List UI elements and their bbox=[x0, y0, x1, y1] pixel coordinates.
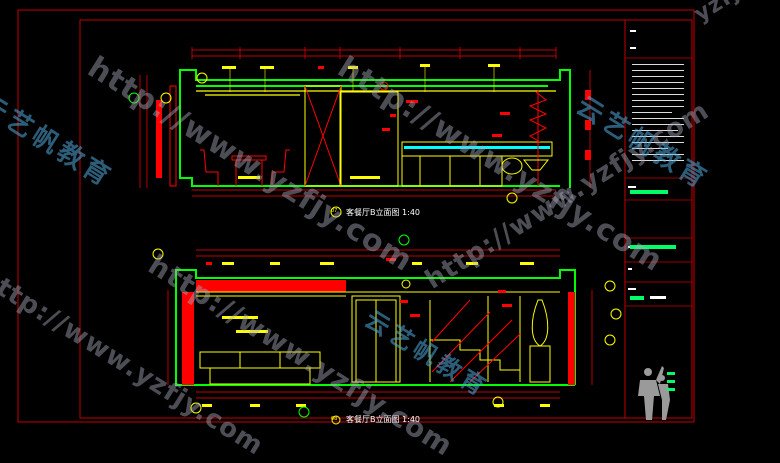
drawing-frame bbox=[17, 9, 695, 423]
title-block-highlight-3 bbox=[630, 296, 644, 300]
title-block-highlight-2 bbox=[630, 245, 676, 249]
cad-drawing-canvas bbox=[17, 9, 695, 425]
elevation-lower-title: 客餐厅B立面图 1:40 bbox=[346, 415, 420, 424]
red-wall-panel bbox=[196, 280, 346, 292]
title-block-highlight-1 bbox=[630, 190, 668, 194]
title-block bbox=[625, 30, 692, 420]
decor-plant-icon bbox=[528, 90, 548, 186]
elevation-upper bbox=[128, 47, 591, 218]
elevation-lower bbox=[152, 234, 622, 425]
elevation-lower-marker: 08 bbox=[331, 416, 338, 422]
elevation-upper-marker: 07 bbox=[331, 208, 338, 214]
logo-figure-icon bbox=[638, 366, 670, 420]
elevation-upper-title: 客餐厅B立面图 1:40 bbox=[346, 208, 420, 217]
